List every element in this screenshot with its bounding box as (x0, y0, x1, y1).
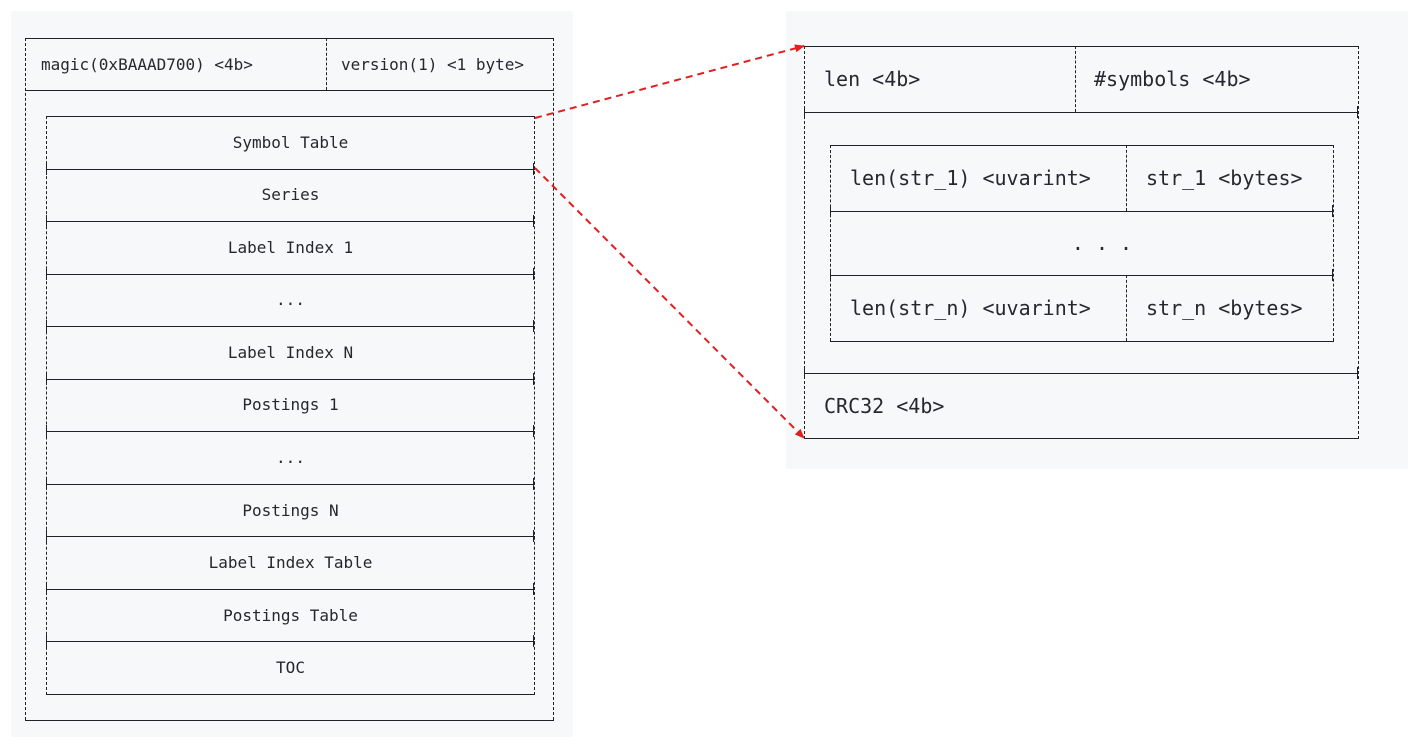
section-label-index-table: Label Index Table (208, 553, 373, 573)
section-postings-1: Postings 1 (242, 395, 339, 415)
section-divider-tick (46, 162, 47, 175)
entry-n-separator (1126, 275, 1127, 341)
section-ellipsis: ... (276, 448, 305, 468)
entries-bottom-line (830, 341, 1334, 342)
section-divider-tick (533, 635, 534, 648)
section-label-index-n: Label Index N (227, 342, 354, 362)
section-divider-tick (533, 477, 534, 490)
section-divider-tick (533, 530, 534, 543)
header-separator (326, 38, 327, 90)
entries-divider-1 (830, 211, 1334, 212)
section-divider-tick (533, 425, 534, 438)
sections-bottom-line (46, 694, 535, 695)
section-divider-tick (46, 582, 47, 595)
section-divider (46, 536, 535, 538)
symbol-entries-box (830, 145, 1334, 341)
version-field: version(1) <1 byte> (341, 54, 525, 74)
symbol-header-divider (804, 112, 1359, 113)
section-divider-tick (46, 372, 47, 385)
section-divider (46, 326, 535, 328)
symbol-table-top-line (804, 46, 1359, 47)
entry-1-separator (1126, 145, 1127, 211)
index-file-top-line (25, 38, 554, 39)
entry-n-len: len(str_n) <uvarint> (850, 296, 1091, 320)
section-series: Series (261, 185, 320, 205)
section-divider-tick (533, 372, 534, 385)
crc-divider (804, 373, 1359, 374)
section-divider-tick (533, 162, 534, 175)
section-divider-tick (533, 582, 534, 595)
section-divider-tick (533, 215, 534, 228)
section-divider-tick (46, 267, 47, 280)
section-ellipsis: ... (276, 290, 305, 310)
entries-ellipsis: . . . (1071, 231, 1133, 255)
index-format-panel (11, 11, 573, 737)
index-file-bottom-line (25, 720, 554, 721)
section-divider-tick (533, 320, 534, 333)
section-divider-tick (46, 425, 47, 438)
section-divider (46, 273, 535, 275)
section-divider (46, 641, 535, 643)
entry-n-str: str_n <bytes> (1146, 296, 1303, 320)
section-postings-n: Postings N (242, 500, 339, 520)
section-divider (46, 483, 535, 485)
sections-top-line (46, 116, 535, 117)
symbol-header-separator (1075, 46, 1076, 112)
section-divider (46, 588, 535, 590)
section-divider (46, 168, 535, 170)
entries-divider-2 (830, 275, 1334, 276)
section-divider-tick (46, 530, 47, 543)
arrow-to-symbol-table-top (534, 44, 805, 119)
section-symbol-table: Symbol Table (232, 132, 349, 152)
crc-field: CRC32 <4b> (824, 393, 945, 418)
symbol-count-field: #symbols <4b> (1094, 67, 1251, 91)
section-divider (46, 378, 535, 380)
entry-1-len: len(str_1) <uvarint> (850, 166, 1091, 190)
magic-field: magic(0xBAAAD700) <4b> (41, 54, 253, 74)
section-toc: TOC (276, 658, 305, 678)
entry-1-str: str_1 <bytes> (1146, 166, 1303, 190)
section-divider (46, 221, 535, 223)
section-divider-tick (533, 267, 534, 280)
section-postings-table: Postings Table (223, 605, 358, 625)
symbol-len-field: len <4b> (824, 67, 921, 91)
section-divider-tick (46, 320, 47, 333)
section-divider-tick (46, 477, 47, 490)
index-header-divider (25, 90, 554, 91)
arrow-to-symbol-table-bottom (534, 167, 805, 439)
symbol-table-panel (786, 11, 1408, 469)
entries-top-line (830, 145, 1334, 146)
section-divider (46, 431, 535, 433)
symbol-table-bottom-line (804, 438, 1359, 439)
section-label-index-1: Label Index 1 (227, 237, 354, 257)
section-divider-tick (46, 635, 47, 648)
section-divider-tick (46, 215, 47, 228)
